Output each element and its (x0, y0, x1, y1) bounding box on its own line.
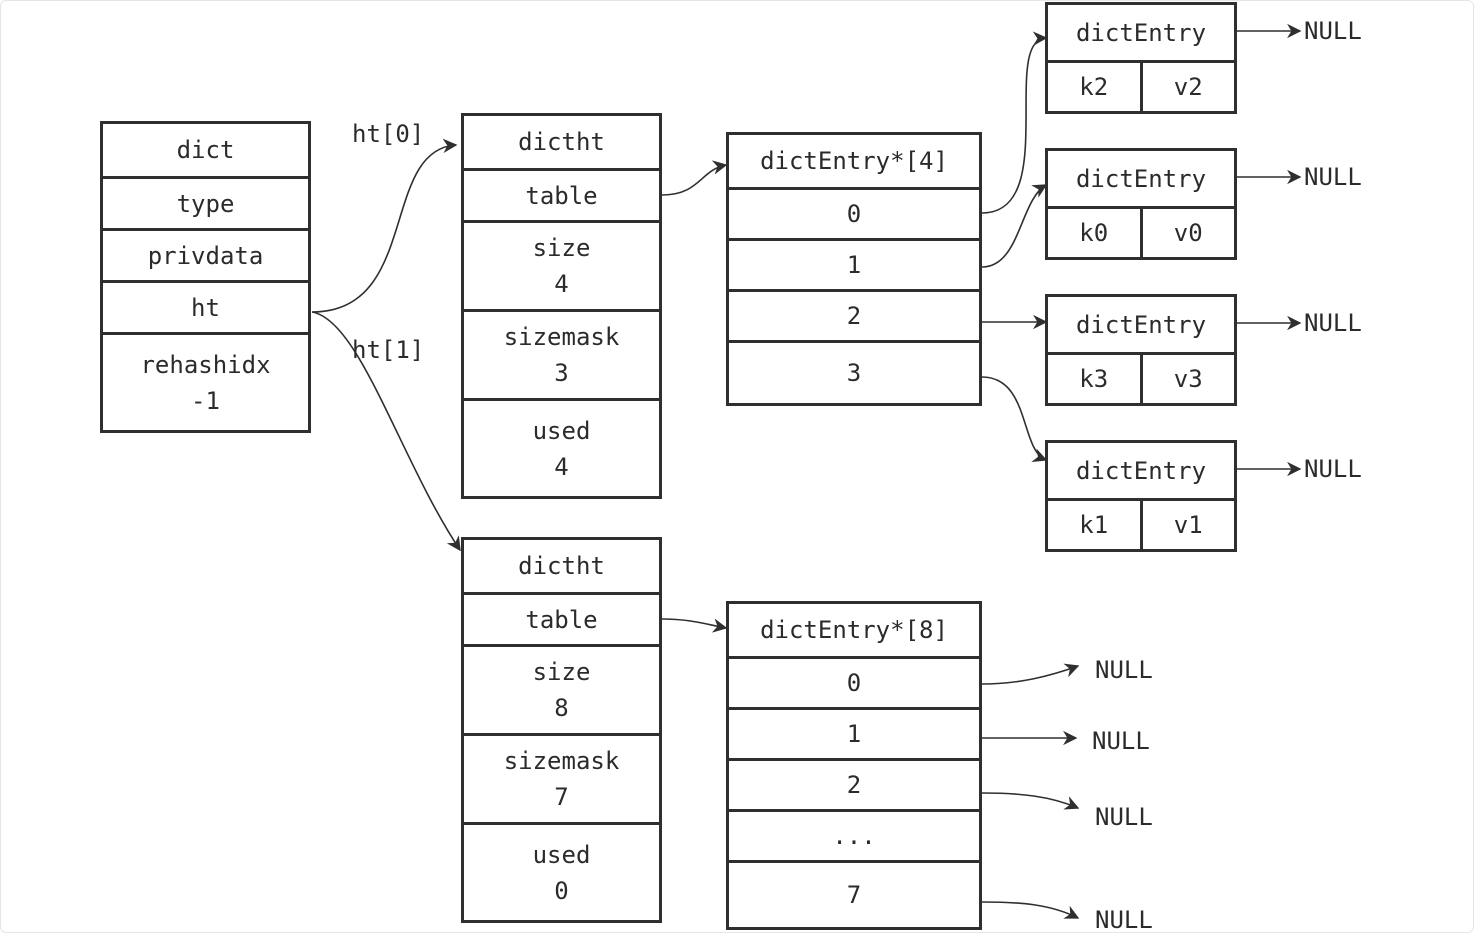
dict-entry-k0: dictEntry k0 v0 (1045, 148, 1237, 260)
used-value: 0 (554, 876, 569, 905)
entry-value: v1 (1139, 501, 1235, 549)
arrow-ht1-table-to-table1 (661, 618, 728, 633)
entry-value: v0 (1139, 209, 1235, 257)
sizemask-value: 7 (554, 783, 569, 811)
dict-entry-title: dictEntry (1075, 18, 1207, 47)
dict-field-privdata: privdata (103, 228, 308, 280)
bucket-2: 2 (729, 289, 979, 340)
arrow-t1-bucket7-null (981, 901, 1080, 919)
bucket-7: 7 (729, 860, 979, 927)
rehashidx-value: -1 (191, 386, 220, 415)
dict-title: dict (176, 136, 235, 164)
null-label-k1: NULL (1304, 455, 1362, 483)
null-label-t1-1: NULL (1092, 727, 1150, 755)
dictht-1: dictht table size 8 sizemask 7 used 0 (461, 537, 662, 923)
arrow-ht0-table-to-table0 (661, 160, 728, 196)
dictht-0-sizemask: sizemask 3 (464, 309, 659, 398)
null-label-k3: NULL (1304, 309, 1362, 337)
arrow-bucket0-to-k2 (981, 31, 1048, 214)
bucket-1: 1 (729, 707, 979, 758)
bucket-array-0: dictEntry*[4] 0 1 2 3 (726, 132, 982, 406)
bucket-2: 2 (729, 758, 979, 809)
entry-key: k2 (1079, 73, 1109, 101)
dictht-0-size: size 4 (464, 220, 659, 309)
used-value: 4 (554, 452, 569, 481)
entry-value: v2 (1139, 63, 1235, 111)
entry-key: k1 (1079, 511, 1109, 539)
bucket-3: 3 (729, 340, 979, 403)
null-label-t1-0: NULL (1095, 656, 1153, 684)
dictht-0-title: dictht (518, 128, 605, 156)
used-name: used (532, 416, 591, 445)
dictht-1-used: used 0 (464, 822, 659, 920)
null-label-k0: NULL (1304, 163, 1362, 191)
arrow-t1-bucket2-null (981, 792, 1080, 810)
bucket-0: 0 (729, 187, 979, 238)
dictht-1-sizemask: sizemask 7 (464, 733, 659, 822)
arrow-bucket1-to-k0 (981, 184, 1048, 268)
bucket-1: 1 (729, 238, 979, 289)
dictht-1-table: table (464, 592, 659, 644)
bucket-array-1: dictEntry*[8] 0 1 2 ... 7 (726, 601, 982, 930)
bucket-array-0-title: dictEntry*[4] (760, 147, 948, 175)
size-value: 8 (554, 694, 569, 722)
entry-key: k3 (1079, 365, 1109, 393)
arrow-ht-to-ht1 (311, 311, 461, 552)
dict-field-ht: ht (103, 280, 308, 332)
size-value: 4 (554, 270, 569, 298)
dict-entry-k3: dictEntry k3 v3 (1045, 294, 1237, 406)
null-label-k2: NULL (1304, 17, 1362, 45)
dict-entry-k2: dictEntry k2 v2 (1045, 2, 1237, 114)
dict-field-rehashidx: rehashidx -1 (103, 332, 308, 430)
dict-entry-k1: dictEntry k1 v1 (1045, 440, 1237, 552)
arrow-t1-bucket0-null (981, 663, 1080, 685)
sizemask-value: 3 (554, 359, 569, 387)
size-name: size (532, 234, 591, 262)
dict-entry-title: dictEntry (1075, 456, 1207, 485)
bucket-0: 0 (729, 656, 979, 707)
bucket-ellipsis: ... (729, 809, 979, 860)
entry-key: k0 (1079, 219, 1109, 247)
dict-entry-title: dictEntry (1075, 310, 1207, 339)
entry-value: v3 (1139, 355, 1235, 403)
used-name: used (532, 840, 591, 869)
dict-entry-title: dictEntry (1075, 164, 1207, 193)
label-ht0: ht[0] (352, 120, 425, 148)
null-label-t1-2: NULL (1095, 803, 1153, 831)
dictht-0: dictht table size 4 sizemask 3 used 4 (461, 113, 662, 499)
size-name: size (532, 658, 591, 686)
dictht-0-used: used 4 (464, 398, 659, 496)
label-ht1: ht[1] (352, 336, 425, 364)
arrow-bucket3-to-k1 (981, 376, 1048, 463)
dictht-0-table: table (464, 168, 659, 220)
bucket-array-1-title: dictEntry*[8] (760, 616, 948, 644)
rehashidx-name: rehashidx (140, 350, 271, 379)
dict-field-type: type (103, 176, 308, 228)
dict-struct: dict type privdata ht rehashidx -1 (100, 121, 311, 433)
sizemask-name: sizemask (503, 747, 620, 775)
sizemask-name: sizemask (503, 323, 620, 351)
dictht-1-title: dictht (518, 552, 605, 580)
arrow-ht-to-ht0 (311, 138, 458, 313)
null-label-t1-7: NULL (1095, 906, 1153, 934)
dictht-1-size: size 8 (464, 644, 659, 733)
